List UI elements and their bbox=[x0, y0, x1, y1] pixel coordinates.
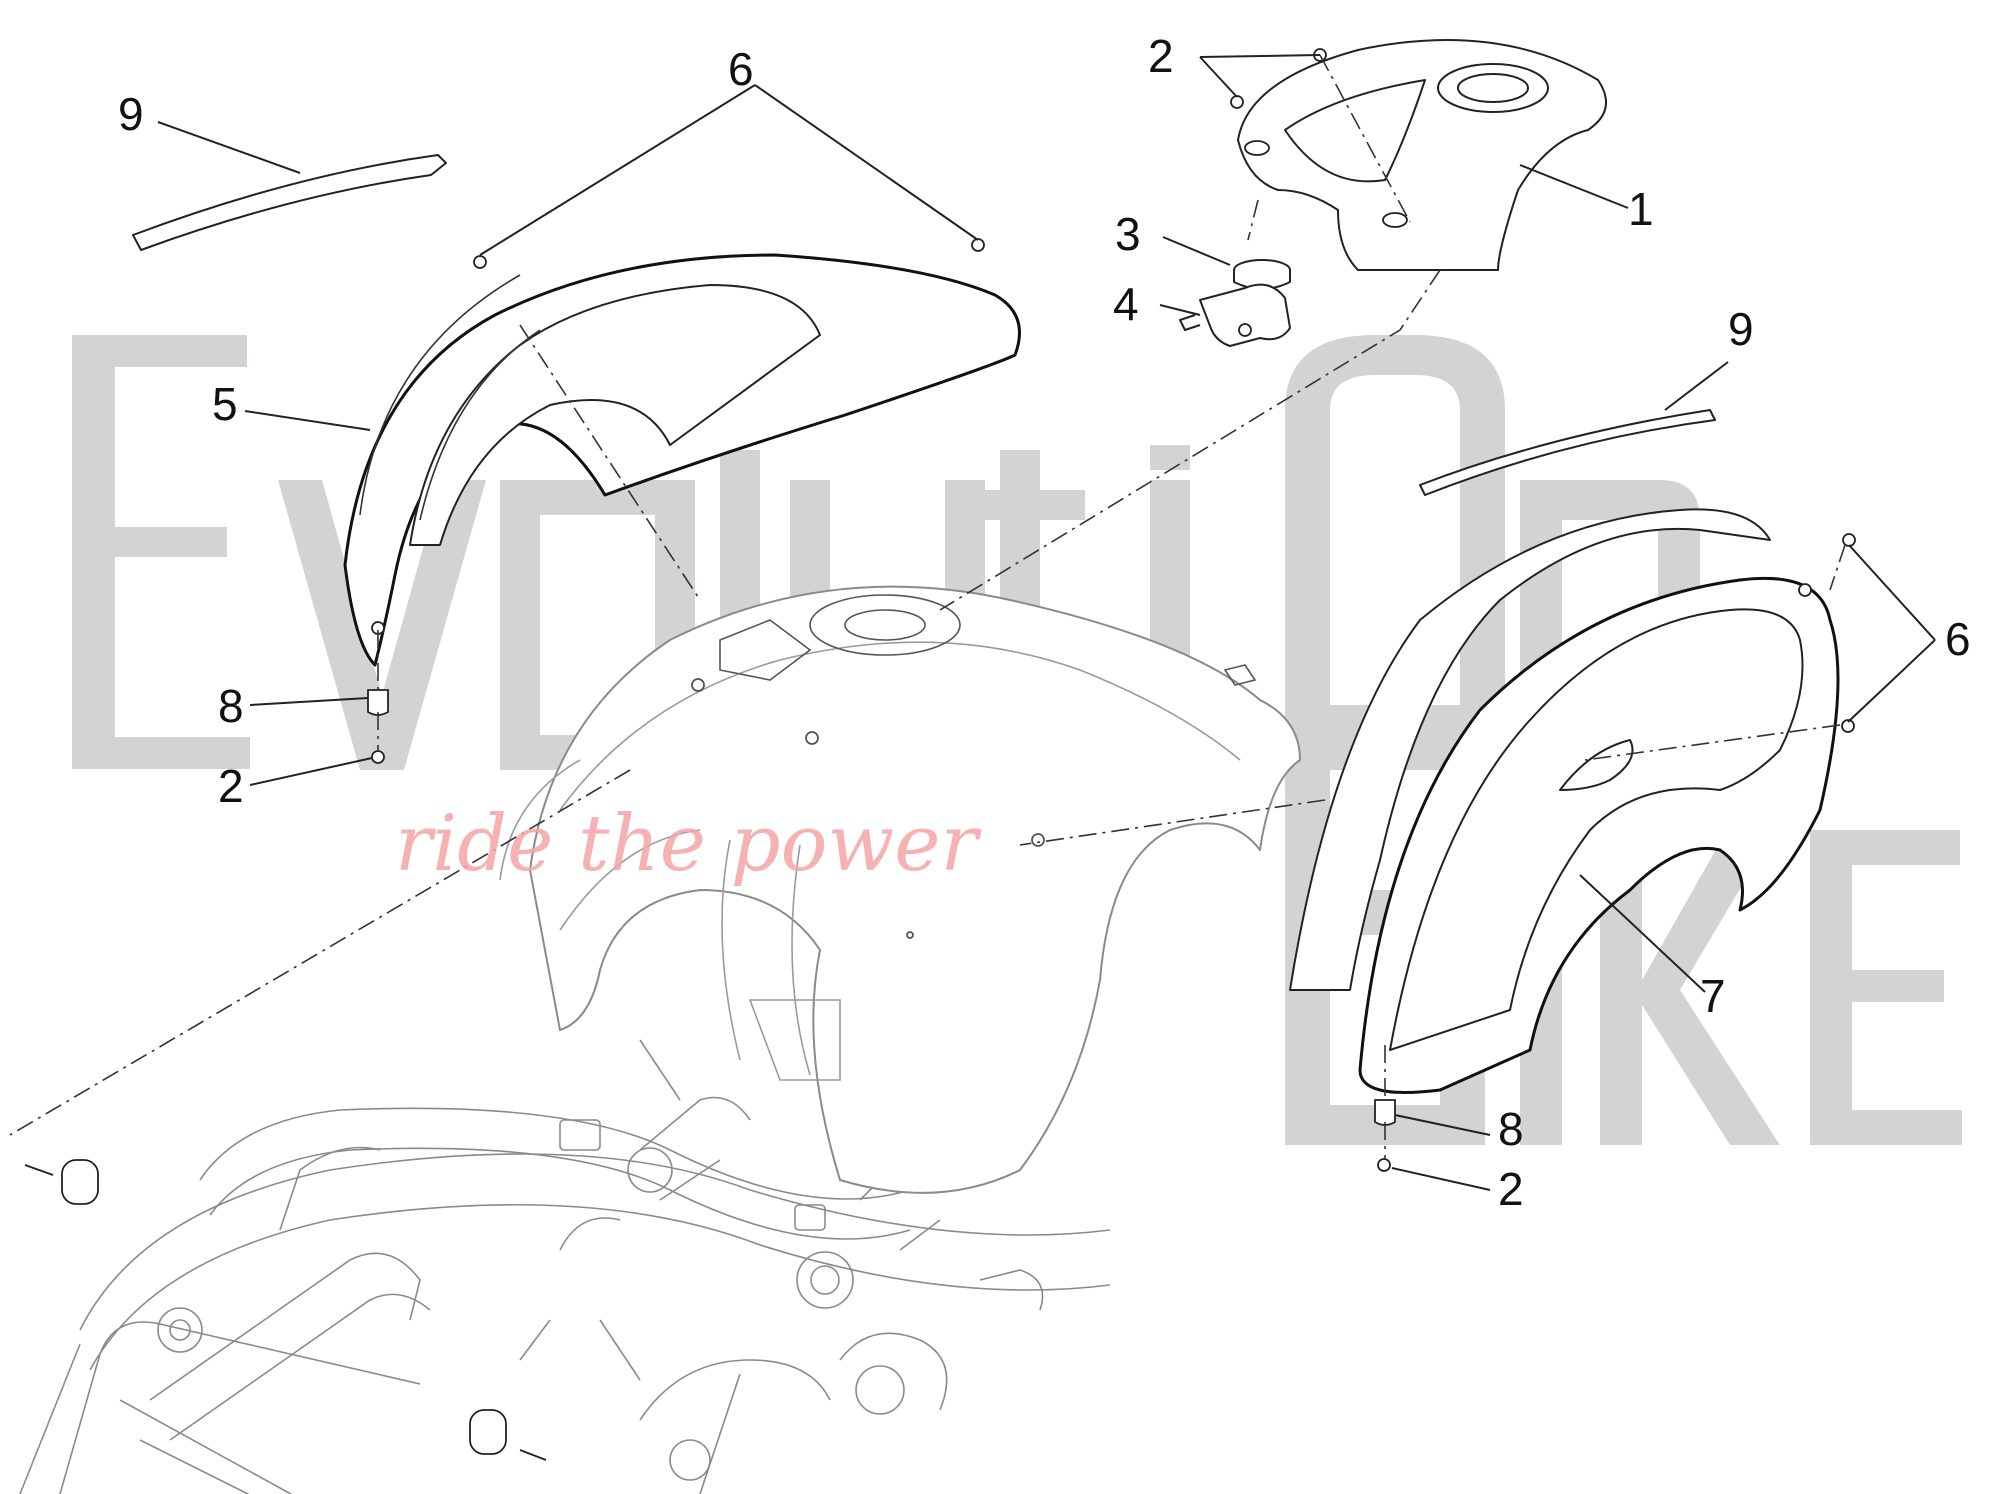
rubber-mount bbox=[61, 1159, 99, 1205]
part-4-filler-cap bbox=[1179, 283, 1291, 347]
rubber-mount bbox=[469, 1409, 507, 1455]
part-8-grommet-right bbox=[1374, 1099, 1396, 1126]
callout-9-left: 9 bbox=[118, 88, 144, 140]
callout-2-top: 2 bbox=[1148, 30, 1174, 82]
part-9-trim-strip-right bbox=[1419, 409, 1716, 496]
part-1-tank-cover bbox=[1237, 39, 1607, 271]
callout-6-right: 6 bbox=[1945, 613, 1971, 665]
callout-6-top: 6 bbox=[728, 43, 754, 95]
callout-9-right: 9 bbox=[1728, 303, 1754, 355]
callout-2-right: 2 bbox=[1498, 1163, 1524, 1215]
part-5-left-side-panel bbox=[343, 253, 1021, 667]
part-7-right-side-panel bbox=[1289, 508, 1840, 1094]
fuel-tank bbox=[499, 585, 1301, 1194]
part-9-trim-strip-left bbox=[132, 154, 447, 251]
callout-5: 5 bbox=[212, 378, 238, 430]
callout-3: 3 bbox=[1115, 208, 1141, 260]
leader-lines bbox=[157, 54, 1936, 1191]
frame-assembly bbox=[19, 1039, 1111, 1494]
watermark-slogan: ride the power bbox=[395, 799, 982, 889]
callout-7: 7 bbox=[1700, 970, 1726, 1022]
assembly-lines bbox=[9, 54, 1846, 1160]
callout-8-left: 8 bbox=[218, 680, 244, 732]
callout-labels: 9 6 2 1 3 4 5 9 6 8 2 7 8 2 bbox=[118, 30, 1971, 1215]
callout-1: 1 bbox=[1628, 183, 1654, 235]
callout-8-right: 8 bbox=[1498, 1103, 1524, 1155]
callout-4: 4 bbox=[1113, 278, 1139, 330]
screws bbox=[371, 48, 1856, 1172]
callout-2-left: 2 bbox=[218, 760, 244, 812]
part-8-grommet-left bbox=[367, 689, 389, 716]
